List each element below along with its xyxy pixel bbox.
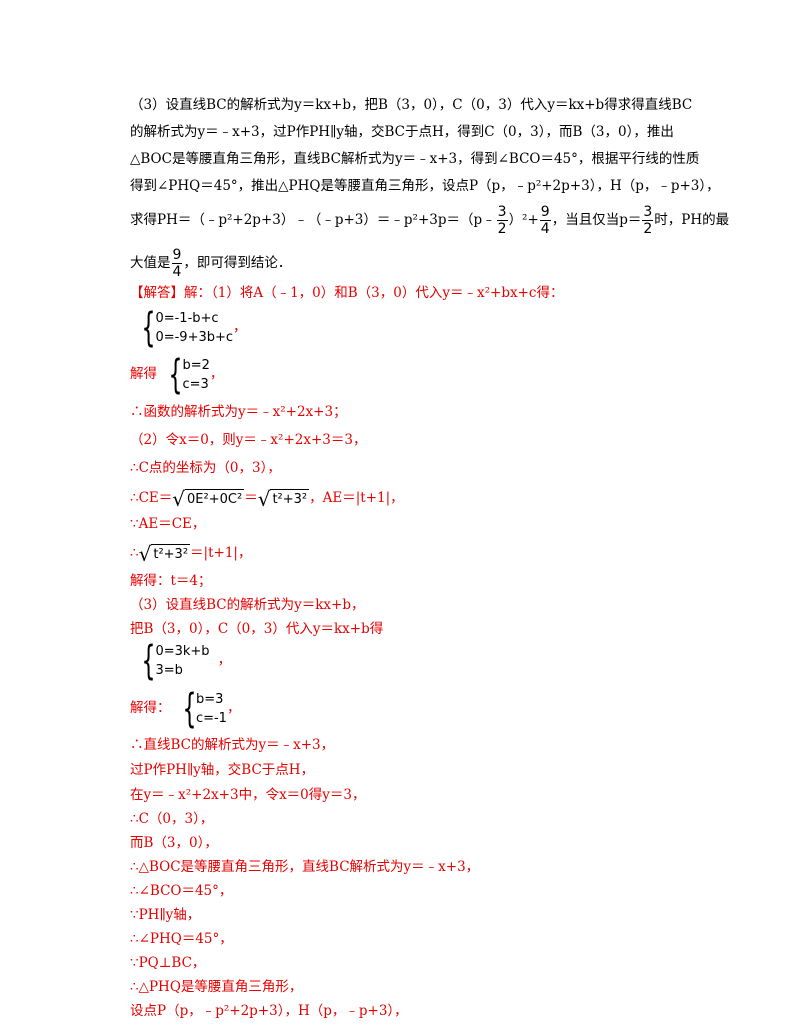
punctuation: ， [226, 700, 241, 716]
system-eq-1: 0=3k+b [155, 643, 210, 659]
left-brace-icon: { [181, 685, 196, 732]
system-eq-1: b=2 [182, 357, 210, 373]
sqrt-argument: t²+3² [270, 488, 310, 509]
left-brace-icon: { [141, 637, 156, 684]
analysis-line-4: 得到∠PHQ＝45°，推出△PHQ是等腰直角三角形，设点P（p，﹣p²+2p+3… [130, 178, 720, 194]
system-eq-1: 0=-1-b+c [155, 310, 219, 326]
punctuation: ， [233, 319, 247, 335]
because-line-1: ∵AE＝CE， [130, 516, 206, 532]
system-brace-group: {0=-1-b+c 0=-9+3b+c [130, 304, 234, 351]
solve-label: 解得： [130, 700, 171, 716]
frac-denominator: 4 [172, 264, 182, 280]
punctuation: ， [217, 652, 232, 668]
system-brace-group: {0=3k+b 3=b [130, 637, 210, 684]
sqrt-argument: t²+3² [151, 543, 191, 564]
solution-line-8: ∵PH∥y轴， [130, 907, 201, 923]
solve-t: 解得：t＝4； [130, 573, 212, 589]
ce-equation: ∴CE＝√0E²+0C²＝√t²+3²，AE＝|t+1|， [130, 483, 404, 513]
equals-sign: ＝ [244, 490, 258, 506]
frac-denominator: 2 [643, 221, 653, 237]
analysis-line-5a: 求得PH＝（﹣p²+2p+3）﹣（﹣p+3）＝﹣p²+3p＝（p﹣ [130, 212, 496, 228]
part2-line-b: ∴C点的坐标为（0，3）， [130, 460, 281, 476]
frac-denominator: 2 [497, 221, 507, 237]
solution-header: 【解答】解：（1）将A（﹣1，0）和B（3，0）代入y＝﹣x²+bx+c得： [130, 285, 564, 301]
equation-system-3: {0=3k+b 3=b ， [130, 639, 231, 681]
solution-line-4: ∴C（0，3）， [130, 811, 214, 827]
part2-line-a: （2）令x＝0，则y＝﹣x²+2x+3＝3， [130, 432, 367, 448]
solution-line-9: ∴∠PHQ＝45°， [130, 931, 233, 947]
abs-tail: ＝|t+1|， [190, 545, 252, 561]
analysis-line-6a: 大值是 [130, 255, 171, 271]
ce-tail: ，AE＝|t+1|， [309, 490, 404, 506]
system-eq-2: c=3 [182, 376, 209, 392]
sqrt-argument: 0E²+0C² [185, 488, 245, 509]
system-brace-group: {b=2 c=3 [157, 351, 210, 398]
system-eq-1: b=3 [195, 691, 224, 707]
solution-line-3: 在y＝﹣x²+2x+3中，令x＝0得y＝3， [130, 787, 366, 803]
frac-numerator: 3 [496, 204, 508, 221]
sqrt-expression-3: √t²+3² [138, 541, 191, 566]
equation-system-2: 解得 {b=2 c=3， [130, 353, 223, 395]
solution-line-12: 设点P（p，﹣p²+2p+3），H（p，﹣p+3）， [130, 1003, 408, 1019]
solution-line-10: ∵PQ⊥BC， [130, 955, 206, 971]
left-brace-icon: { [168, 351, 183, 398]
frac-numerator: 9 [539, 204, 551, 221]
solve-label: 解得 [130, 366, 157, 382]
analysis-line-5c: ，当且仅当p＝ [551, 212, 642, 228]
system-brace-group: {b=3 c=-1 [171, 685, 227, 732]
analysis-line-6b: ，即可得到结论． [183, 255, 292, 271]
part3-line-b: 把B（3，0），C（0，3）代入y＝kx+b得 [130, 621, 384, 637]
solution-line-1: ∴直线BC的解析式为y＝﹣x+3， [130, 737, 335, 753]
frac-numerator: 9 [171, 247, 183, 264]
abs-equation: ∴√t²+3²＝|t+1|， [130, 538, 251, 568]
punctuation: ， [209, 366, 224, 382]
equation-system-1: {0=-1-b+c 0=-9+3b+c， [130, 304, 247, 351]
system-eq-2: 0=-9+3b+c [155, 329, 234, 345]
therefore-symbol: ∴ [130, 545, 139, 561]
solution-line-7: ∴∠BCO＝45°， [130, 883, 233, 899]
function-expression: ∴函数的解析式为y＝﹣x²+2x+3； [130, 404, 347, 420]
analysis-line-5b: ）²+ [508, 212, 539, 228]
solution-line-5: 而B（3，0）， [130, 835, 218, 851]
system-eq-2: 3=b [155, 662, 183, 678]
part3-line-a: （3）设直线BC的解析式为y＝kx+b， [130, 597, 365, 613]
frac-numerator: 3 [642, 204, 654, 221]
solution-line-2: 过P作PH∥y轴，交BC于点H， [130, 762, 315, 778]
analysis-line-1: （3）设直线BC的解析式为y＝kx+b，把B（3，0），C（0，3）代入y＝kx… [130, 97, 693, 113]
sqrt-expression-2: √t²+3² [257, 486, 310, 511]
analysis-line-5d: 时，PH的最 [654, 212, 730, 228]
frac-denominator: 4 [540, 221, 550, 237]
solution-line-11: ∴△PHQ是等腰直角三角形， [130, 979, 303, 995]
equation-system-4: 解得： {b=3 c=-1， [130, 687, 240, 729]
analysis-line-3: △BOC是等腰直角三角形，直线BC解析式为y＝﹣x+3，得到∠BCO＝45°，根… [130, 151, 700, 167]
solution-line-6: ∴△BOC是等腰直角三角形，直线BC解析式为y＝﹣x+3， [130, 859, 480, 875]
ce-label: ∴CE＝ [130, 490, 173, 506]
left-brace-icon: { [141, 304, 156, 351]
sqrt-expression-1: √0E²+0C² [172, 486, 245, 511]
system-eq-2: c=-1 [195, 710, 227, 726]
analysis-line-2: 的解析式为y＝﹣x+3，过P作PH∥y轴，交BC于点H，得到C（0，3），而B（… [130, 124, 674, 140]
